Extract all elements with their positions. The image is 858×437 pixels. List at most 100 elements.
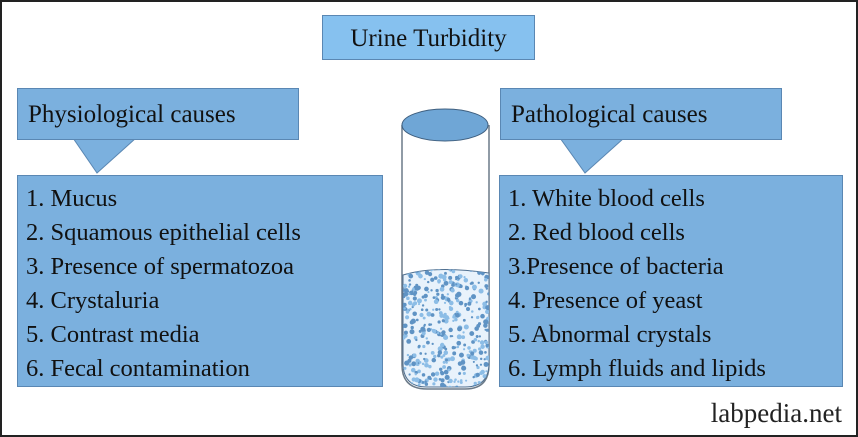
sediment-particle <box>468 297 471 301</box>
sediment-particle <box>448 300 454 306</box>
sediment-particle <box>445 358 449 362</box>
sediment-particle <box>414 377 420 383</box>
sediment-particle <box>421 331 426 336</box>
sediment-particle <box>403 335 406 340</box>
sediment-particle <box>441 330 446 335</box>
sediment-particle <box>453 346 457 349</box>
sediment-particle <box>457 380 460 383</box>
sediment-particle <box>442 360 446 364</box>
sediment-particle <box>447 368 451 372</box>
sediment-particle <box>469 331 475 337</box>
sediment-particle <box>479 371 484 375</box>
sediment-particle <box>462 318 466 322</box>
sediment-particle <box>420 326 426 332</box>
sediment-particle <box>477 339 480 343</box>
sediment-particle <box>472 360 475 363</box>
sediment-particle <box>440 333 443 336</box>
sediment-particle <box>475 372 480 377</box>
sediment-particle <box>438 274 442 277</box>
sediment-particle <box>480 313 485 319</box>
sediment-particle <box>422 344 426 349</box>
physiological-list: 1. Mucus 2. Squamous epithelial cells 3.… <box>17 175 383 387</box>
sediment-particle <box>477 281 480 284</box>
sediment-particle <box>471 310 474 313</box>
sediment-particle <box>427 280 430 284</box>
sediment-particle <box>448 306 454 312</box>
sediment-particle <box>479 363 483 366</box>
sediment-particle <box>456 345 460 349</box>
sediment-particle <box>415 283 419 287</box>
sediment-particle <box>456 298 460 303</box>
sediment-particle <box>424 362 429 368</box>
sediment-particle <box>415 338 418 342</box>
sediment-particle <box>458 326 463 331</box>
sediment-particle <box>442 354 446 357</box>
sediment-particle <box>463 348 466 351</box>
sediment-particle <box>417 303 421 306</box>
sediment-particle <box>457 361 463 366</box>
sediment-particle <box>470 281 474 285</box>
sediment-particle <box>484 340 489 345</box>
sediment-particle <box>448 378 453 384</box>
sediment-particle <box>432 382 436 386</box>
sediment-particle <box>413 290 418 295</box>
sediment-particle <box>408 363 412 367</box>
sediment-particle <box>421 295 425 299</box>
sediment-particle <box>433 377 438 382</box>
sediment-particle <box>456 340 462 346</box>
sediment-particle <box>417 345 421 349</box>
sediment-particle <box>439 313 444 318</box>
sediment-particle <box>413 301 418 306</box>
sediment-particle <box>437 346 443 352</box>
sediment-particle <box>437 280 441 284</box>
sediment-particle <box>453 380 456 383</box>
list-item: 5. Contrast media <box>26 321 200 348</box>
sediment-particle <box>443 369 449 375</box>
sediment-particle <box>424 298 427 302</box>
sediment-particle <box>407 358 412 363</box>
sediment-particle <box>442 365 447 369</box>
sediment-particle <box>472 348 477 353</box>
sediment-particle <box>426 311 432 317</box>
sediment-particle <box>436 292 440 296</box>
sediment-particle <box>473 337 478 342</box>
sediment-particle <box>470 355 473 358</box>
sediment-particle <box>408 273 414 279</box>
sediment-particle <box>441 319 445 323</box>
sediment-particle <box>431 357 437 363</box>
sediment-particle <box>446 297 451 302</box>
sediment-particle <box>434 371 440 376</box>
sediment-particle <box>419 312 424 318</box>
sediment-particle <box>452 351 457 356</box>
sediment-particle <box>427 291 430 294</box>
sediment-particle <box>432 308 435 311</box>
sediment-particle <box>439 367 443 372</box>
sediment-particle <box>423 357 426 361</box>
sediment-particle <box>403 288 407 292</box>
sediment-particle <box>407 300 413 306</box>
list-item: 4. Crystaluria <box>26 287 160 314</box>
sediment-particle <box>476 323 481 328</box>
sediment-particle <box>420 308 424 312</box>
sediment-particle <box>455 313 460 318</box>
sediment-particle <box>465 307 471 312</box>
sediment-particle <box>448 327 453 333</box>
sediment-particle <box>403 323 408 329</box>
sediment-particle <box>417 369 421 374</box>
physiological-callout-pointer <box>72 138 138 174</box>
sediment-particle <box>403 291 409 297</box>
sediment-particle <box>426 340 430 345</box>
sediment-particle <box>462 331 465 334</box>
sediment-particle <box>406 339 412 344</box>
sediment-particle <box>403 283 408 288</box>
sediment-particle <box>445 361 448 364</box>
sediment-particle <box>430 289 433 292</box>
sediment-particle <box>480 344 485 349</box>
sediment-particle <box>403 330 408 335</box>
sediment-particle <box>464 302 468 306</box>
sediment-particle <box>455 283 458 286</box>
sediment-particle <box>403 384 406 387</box>
sediment-particle <box>454 317 458 322</box>
sediment-particle <box>443 334 449 341</box>
sediment-particle <box>485 287 489 290</box>
